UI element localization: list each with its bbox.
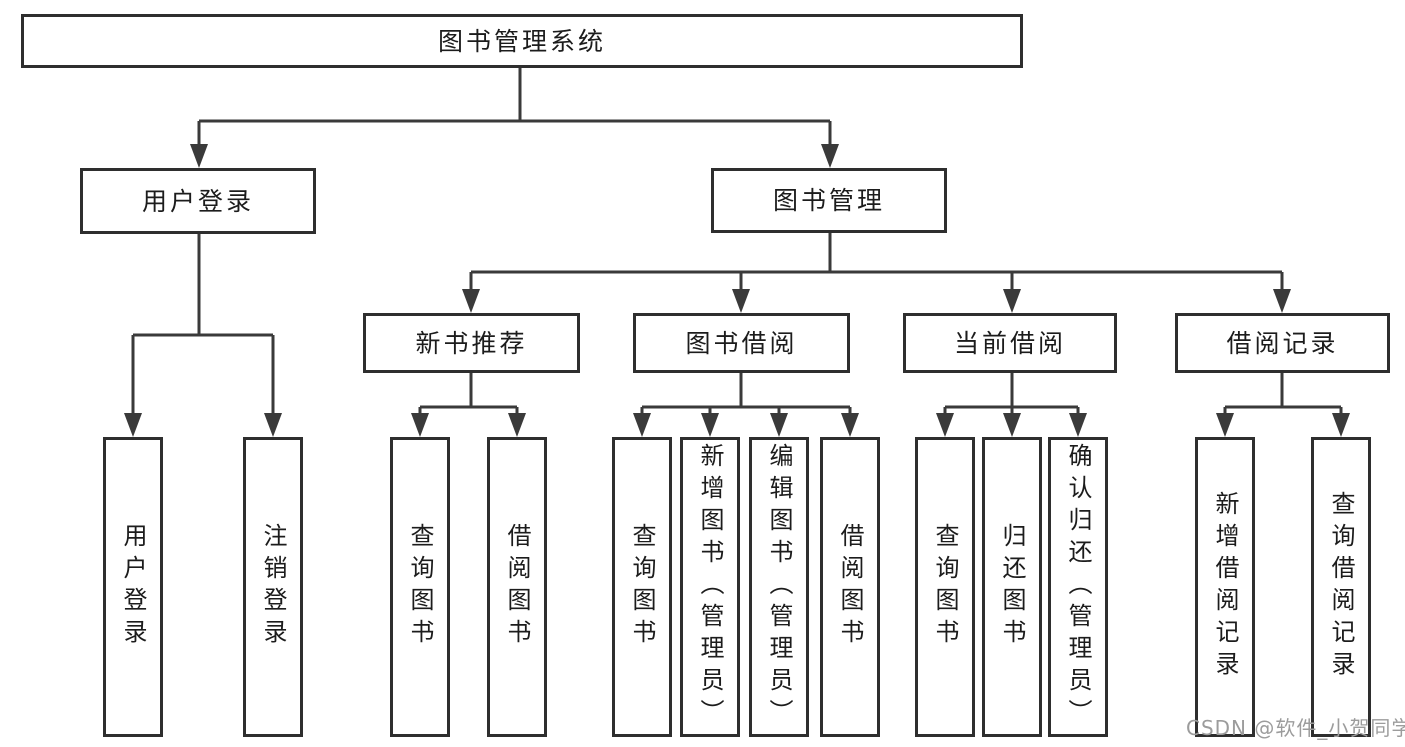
arrowhead-icon [264,413,282,437]
leaf-edit-book-admin: 编辑图书（管理员） [749,437,809,737]
arrowhead-icon [770,413,788,437]
leaf-return-book: 归还图书 [982,437,1042,737]
arrowhead-icon [821,144,839,168]
arrowhead-icon [462,289,480,313]
node-new-book-recommendation-label: 新书推荐 [415,328,528,358]
leaf-logout: 注销登录 [243,437,303,737]
node-current-borrowing-label: 当前借阅 [953,328,1066,358]
node-borrowing-records-label: 借阅记录 [1226,328,1339,358]
arrowhead-icon [936,413,954,437]
arrowhead-icon [1332,413,1350,437]
csdn-watermark: CSDN @软件_小贺同学 [1186,716,1405,740]
connector-borrow-records [1223,373,1343,416]
node-book-management-label: 图书管理 [772,186,885,215]
leaf-confirm-return-admin: 确认归还（管理员） [1048,437,1108,737]
node-book-management: 图书管理 [711,168,947,233]
arrowhead-icon [508,413,526,437]
connector-current-borrow [943,373,1080,416]
arrowhead-icon [701,413,719,437]
arrowhead-icon [1216,413,1234,437]
node-book-borrowing-label: 图书借阅 [685,328,798,358]
leaf-add-borrow-record: 新增借阅记录 [1195,437,1255,737]
node-book-borrowing: 图书借阅 [633,313,850,373]
arrowhead-icon [1069,413,1087,437]
connector-user-login [131,234,275,416]
leaf-add-book-admin: 新增图书（管理员） [680,437,740,737]
arrowhead-icon [124,413,142,437]
leaf-borrow-books-recommend: 借阅图书 [487,437,547,737]
node-borrowing-records: 借阅记录 [1175,313,1390,373]
leaf-borrow-books-borrowing: 借阅图书 [820,437,880,737]
node-user-login-label: 用户登录 [141,186,254,216]
arrowhead-icon [633,413,651,437]
connector-book-mgmt [469,233,1284,292]
arrowhead-icon [1273,289,1291,313]
arrowhead-icon [1003,289,1021,313]
connector-book-borrow [640,373,852,416]
connector-root [197,68,832,147]
node-user-login: 用户登录 [80,168,316,234]
leaf-user-login: 用户登录 [103,437,163,737]
arrowhead-icon [411,413,429,437]
arrowhead-icon [190,144,208,168]
connector-new-books [418,373,519,416]
arrowhead-icon [1003,413,1021,437]
leaf-query-books-current: 查询图书 [915,437,975,737]
arrowhead-icon [841,413,859,437]
node-root: 图书管理系统 [21,14,1023,68]
node-new-book-recommendation: 新书推荐 [363,313,580,373]
leaf-query-borrow-record: 查询借阅记录 [1311,437,1371,737]
node-current-borrowing: 当前借阅 [903,313,1117,373]
leaf-query-books-recommend: 查询图书 [390,437,450,737]
arrowhead-icon [732,289,750,313]
node-root-label: 图书管理系统 [437,26,606,56]
leaf-query-books-borrowing: 查询图书 [612,437,672,737]
